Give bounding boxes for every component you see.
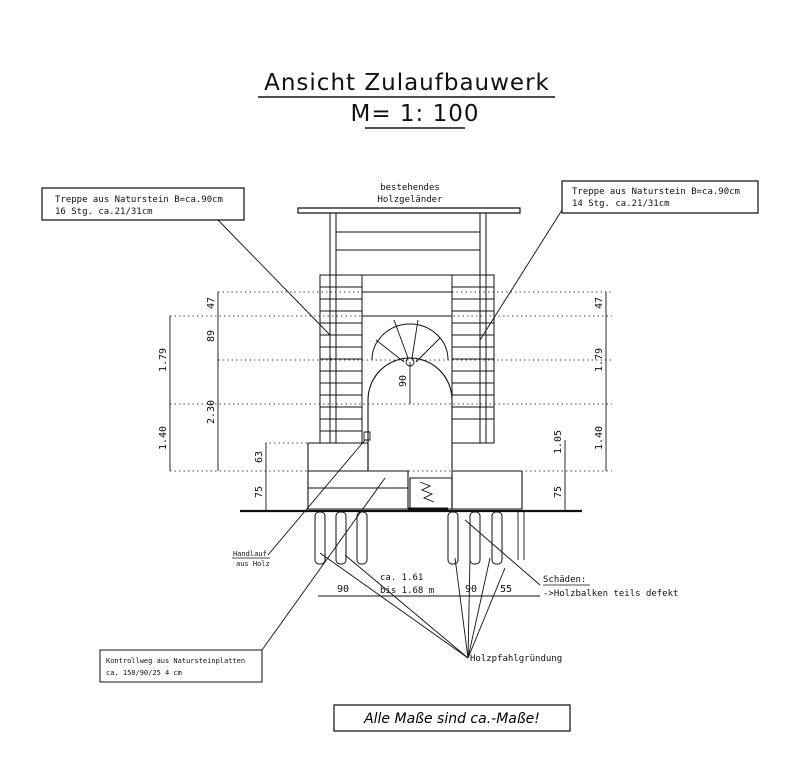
dim-right-outer-1: 47 [594, 297, 605, 309]
dim-left-inner-2: 89 [206, 330, 217, 342]
drawing-title: Ansicht Zulaufbauwerk [264, 70, 550, 96]
railing [298, 208, 520, 275]
dim-left-inner-4: 63 [254, 451, 265, 463]
gap-label-1: ca. 1.61 [380, 573, 423, 583]
piles-label: Holzpfahlgründung [470, 654, 562, 664]
handrail-label-1: Handlauf [233, 550, 267, 558]
damage-label-1: Schäden: [543, 575, 586, 585]
callout-control-path-line2: ca. 150/90/25 4 cm [106, 669, 182, 677]
callout-stair-left-line1: Treppe aus Naturstein B=ca.90cm [55, 195, 223, 205]
handrail-label-2: aus Holz [236, 560, 270, 568]
callout-stair-left-line2: 16 Stg. ca.21/31cm [55, 207, 153, 217]
base-blocks [308, 443, 522, 509]
dim-bottom-2: 90 [465, 584, 477, 595]
dim-right-inner-2: 75 [553, 486, 564, 498]
dim-left-inner-3: 2.30 [206, 400, 217, 424]
piles [315, 512, 524, 564]
damage-label-2: ->Holzbalken teils defekt [543, 589, 678, 599]
callout-stair-right: Treppe aus Naturstein B=ca.90cm 14 Stg. … [562, 181, 758, 213]
callout-stair-left: Treppe aus Naturstein B=ca.90cm 16 Stg. … [42, 188, 244, 220]
level-lines [170, 292, 612, 471]
drawing-scale: M= 1: 100 [350, 101, 479, 127]
note-text: Alle Maße sind ca.-Maße! [363, 711, 540, 727]
stair-right [452, 275, 494, 443]
dim-left-outer-2: 1.40 [158, 426, 169, 450]
dim-left-inner-5: 75 [254, 486, 265, 498]
dim-arch: 90 [398, 375, 409, 387]
railing-label-1: bestehendes [380, 183, 440, 193]
dim-bottom-1: 90 [337, 584, 349, 595]
dimension-labels: 1.79 1.40 47 89 2.30 63 75 1.05 75 47 1.… [158, 297, 605, 595]
dimension-lines [170, 292, 606, 596]
central-wall [362, 275, 452, 470]
dim-right-inner-1: 1.05 [553, 430, 564, 454]
railing-label-2: Holzgeländer [377, 195, 443, 205]
callout-stair-right-line2: 14 Stg. ca.21/31cm [572, 199, 670, 209]
callout-control-path-line1: Kontrollweg aus Natursteinplatten [106, 657, 245, 665]
stair-left [320, 275, 362, 443]
dim-right-outer-2: 1.79 [594, 348, 605, 372]
dim-right-outer-3: 1.40 [594, 426, 605, 450]
dim-left-outer-1: 1.79 [158, 348, 169, 372]
dim-left-inner-1: 47 [206, 297, 217, 309]
note-box: Alle Maße sind ca.-Maße! [334, 705, 570, 731]
callout-stair-right-line1: Treppe aus Naturstein B=ca.90cm [572, 187, 740, 197]
dim-bottom-3: 55 [500, 584, 512, 595]
callout-control-path: Kontrollweg aus Natursteinplatten ca. 15… [100, 650, 262, 682]
gap-label-2: bis 1.68 m [380, 586, 434, 596]
